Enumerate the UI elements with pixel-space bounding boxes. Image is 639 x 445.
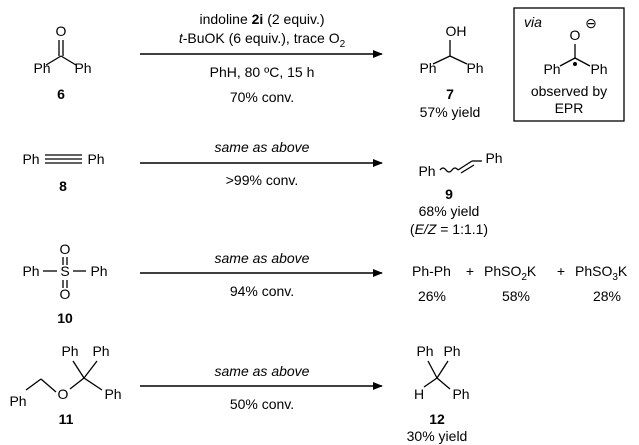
reaction-1: O Ph Ph 6 indoline 2i (2 equiv.) t-BuOK … (33, 7, 625, 122)
conversion-label: 50% conv. (230, 396, 294, 412)
phenyl-right-label: Ph (104, 386, 121, 402)
compound-number-11: 11 (59, 411, 74, 427)
phenyl-left-label: Ph (419, 60, 436, 76)
reaction-3: O Ph S Ph O 10 same as above 94% conv. P… (22, 241, 627, 326)
wavy-bond (439, 167, 459, 173)
hydrogen-label: H (414, 386, 424, 402)
hydroxyl-label: OH (446, 23, 467, 39)
phenyl-left-label: Ph (418, 163, 435, 179)
phenyl-right-label: Ph (74, 60, 91, 76)
bond (40, 378, 57, 393)
phenyl-left-label: Ph (9, 393, 26, 409)
sulfinate-percent: 58% (502, 288, 530, 304)
conditions-base-line: t-BuOK (6 equiv.), trace O2 (179, 30, 346, 50)
diphenylacetylene-structure: Ph Ph 8 (22, 151, 104, 194)
intermediate-inset-box: via O ⊖ Ph Ph observed by EPR (513, 7, 625, 122)
radical-dot (573, 62, 577, 66)
bond (83, 377, 103, 391)
sulfonate-percent: 28% (593, 288, 621, 304)
via-label: via (524, 14, 542, 30)
conversion-label: 70% conv. (230, 89, 294, 105)
bond (574, 57, 591, 67)
bond (25, 378, 42, 391)
benzhydrol-structure: OH Ph Ph 7 57% yield (419, 23, 483, 120)
ez-ratio-label: (E/Z = 1:1.1) (410, 221, 488, 237)
yield-label: 30% yield (407, 428, 468, 444)
phenyl-top-right-label: Ph (92, 343, 109, 359)
ether-oxygen-label: O (58, 386, 69, 402)
phenyl-left-label: Ph (543, 61, 560, 77)
products-group: Ph-Ph + PhSO2K + PhSO3K 26% 58% 28% (412, 263, 628, 304)
biphenyl-label: Ph-Ph (412, 263, 451, 279)
phenyl-top-left-label: Ph (416, 343, 433, 359)
plus-sign: + (557, 263, 565, 279)
bond (449, 55, 468, 65)
phenyl-top-left-label: Ph (61, 343, 78, 359)
bond (60, 55, 77, 66)
reaction-4: Ph Ph Ph O Ph 11 same as above 50% conv.… (9, 343, 469, 444)
triphenylmethane-structure: Ph Ph H Ph 12 30% yield (407, 343, 470, 444)
diphenyl-sulfone-structure: O Ph S Ph O 10 (22, 241, 107, 326)
conditions-same-as-above: same as above (215, 250, 310, 266)
conditions-reagent-line: indoline 2i (2 equiv.) (199, 11, 324, 27)
bond (69, 377, 85, 390)
plus-sign: + (466, 263, 474, 279)
sulfonyl-oxygen-top-label: O (60, 241, 71, 257)
phenyl-left-label: Ph (22, 151, 39, 167)
phenyl-right-label: Ph (590, 61, 607, 77)
bond (72, 360, 85, 379)
radical-oxygen-label: O (570, 27, 581, 43)
double-bond (457, 160, 473, 171)
bond (45, 55, 62, 66)
yield-label: 68% yield (419, 203, 480, 219)
compound-number-8: 8 (59, 178, 67, 194)
benzyl-trityl-ether-structure: Ph Ph Ph O Ph 11 (9, 343, 121, 427)
sulfonate-label: PhSO3K (575, 263, 628, 283)
inset-border (513, 7, 625, 122)
bond (432, 55, 451, 65)
phenyl-right-label: Ph (90, 263, 107, 279)
phenyl-left-label: Ph (22, 263, 39, 279)
yield-label: 57% yield (420, 104, 481, 120)
phenyl-right-label: Ph (466, 60, 483, 76)
sulfonyl-oxygen-bottom-label: O (60, 286, 71, 302)
sodium-sulfinate-label: PhSO2K (484, 263, 537, 283)
conversion-label: >99% conv. (226, 172, 299, 188)
phenyl-top-right-label: Ph (443, 343, 460, 359)
epr-note-line-2: EPR (555, 100, 584, 116)
benzophenone-structure: O Ph Ph 6 (33, 23, 91, 102)
conditions-same-as-above: same as above (215, 139, 310, 155)
biphenyl-percent: 26% (418, 288, 446, 304)
bond (83, 360, 98, 379)
bond (436, 360, 449, 379)
compound-number-10: 10 (57, 310, 73, 326)
compound-number-9: 9 (445, 186, 453, 202)
phenyl-right-label: Ph (452, 386, 469, 402)
phenyl-left-label: Ph (33, 60, 50, 76)
bond (423, 377, 438, 388)
epr-note-line-1: observed by (531, 83, 607, 99)
conversion-label: 94% conv. (230, 283, 294, 299)
compound-number-7: 7 (446, 86, 454, 102)
compound-number-6: 6 (57, 86, 65, 102)
bond (559, 57, 576, 67)
double-bond (460, 164, 475, 174)
reaction-2: Ph Ph 8 same as above >99% conv. Ph Ph 9… (22, 139, 502, 237)
phenyl-right-label: Ph (485, 150, 502, 166)
phenyl-right-label: Ph (87, 151, 104, 167)
conditions-same-as-above: same as above (215, 363, 310, 379)
bond (427, 360, 438, 379)
stilbene-structure: Ph Ph 9 68% yield (E/Z = 1:1.1) (410, 150, 503, 237)
carbonyl-oxygen-label: O (56, 23, 67, 39)
conditions-solvent-temp: PhH, 80 ºC, 15 h (210, 64, 315, 80)
bond (436, 377, 451, 390)
sulfur-label: S (60, 263, 69, 279)
negative-charge-label: ⊖ (585, 15, 597, 31)
compound-number-12: 12 (429, 411, 445, 427)
